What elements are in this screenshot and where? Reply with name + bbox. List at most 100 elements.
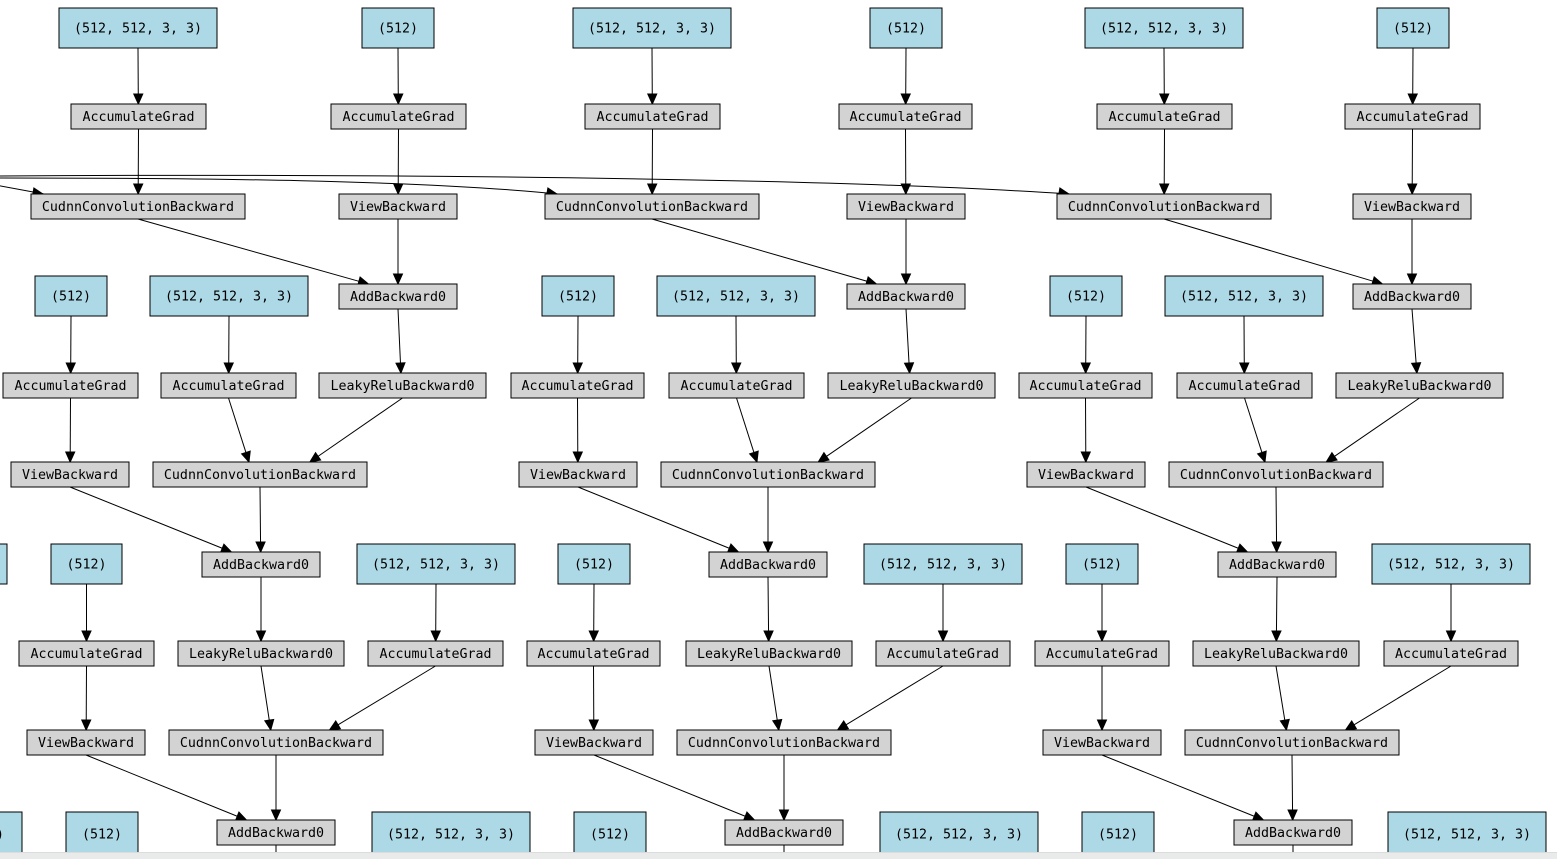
tensor-node: (512, 512, 3, 3)	[1388, 812, 1546, 856]
tensor-shape-label: (512, 512, 3, 3)	[387, 828, 515, 843]
arrowhead	[589, 720, 598, 730]
arrowhead	[1272, 542, 1281, 552]
op-node-cudnnconvolutionbackward: CudnnConvolutionBackward	[545, 194, 759, 219]
edge-ag14-cc7	[337, 666, 435, 725]
edge-lr3-cc6	[1334, 398, 1420, 457]
tensor-node: (512)	[542, 276, 614, 316]
tensor-node: (512, 512, 3, 3)	[150, 276, 308, 316]
op-node-addbackward0: AddBackward0	[1234, 820, 1352, 845]
arrowhead	[939, 631, 948, 641]
op-node-cudnnconvolutionbackward: CudnnConvolutionBackward	[153, 462, 367, 487]
tensor-node: (512, 512, 3, 3)	[1165, 276, 1323, 316]
tensor-node: (512, 512, 3, 3)	[59, 8, 217, 48]
op-node-accumulategrad: AccumulateGrad	[161, 373, 296, 398]
tensor-node: 3)	[0, 812, 22, 856]
op-label: AccumulateGrad	[82, 110, 194, 125]
arrowhead	[1280, 719, 1289, 730]
tensor-node: (512)	[362, 8, 434, 48]
tensor-shape-label: 3)	[0, 828, 4, 843]
edge-lr1-cc4	[317, 398, 402, 457]
op-label: LeakyReluBackward0	[1204, 647, 1348, 662]
tensor-node: (512)	[35, 276, 107, 316]
op-node-accumulategrad: AccumulateGrad	[1097, 104, 1232, 129]
op-node-viewbackward: ViewBackward	[11, 462, 129, 487]
op-node-cudnnconvolutionbackward: CudnnConvolutionBackward	[169, 730, 383, 755]
arrowhead	[1160, 184, 1169, 194]
op-node-addbackward0: AddBackward0	[1218, 552, 1336, 577]
tensor-shape-label: (512, 512, 3, 3)	[1403, 828, 1531, 843]
op-node-accumulategrad: AccumulateGrad	[1177, 373, 1312, 398]
arrowhead	[728, 544, 739, 552]
op-node-cudnnconvolutionbackward: CudnnConvolutionBackward	[1169, 462, 1383, 487]
op-node-cudnnconvolutionbackward: CudnnConvolutionBackward	[677, 730, 891, 755]
arrowhead	[134, 184, 143, 194]
op-node-addbackward0: AddBackward0	[709, 552, 827, 577]
arrowhead	[236, 812, 247, 820]
arrowhead	[573, 363, 582, 373]
arrowhead	[648, 184, 657, 194]
op-label: AccumulateGrad	[1029, 379, 1141, 394]
op-label: LeakyReluBackward0	[697, 647, 841, 662]
tensor-shape-label: (512, 512, 3, 3)	[74, 22, 202, 37]
op-node-cudnnconvolutionbackward: CudnnConvolutionBackward	[1185, 730, 1399, 755]
tensor-node: (512, 512, 3, 3)	[372, 812, 530, 856]
op-node-addbackward0: AddBackward0	[202, 552, 320, 577]
arrowhead	[394, 184, 403, 194]
op-label: LeakyReluBackward0	[839, 379, 983, 394]
arrowhead	[902, 274, 911, 284]
tensor-node: (512)	[1082, 812, 1154, 856]
tensor-node: (512)	[1377, 8, 1449, 48]
tensor-node: (512)	[1066, 544, 1138, 584]
op-node-addbackward0: AddBackward0	[339, 284, 457, 309]
op-node-leakyrelubackward0: LeakyReluBackward0	[319, 373, 486, 398]
arrowhead	[1160, 94, 1169, 104]
op-node-accumulategrad: AccumulateGrad	[1384, 641, 1518, 666]
arrowhead	[838, 721, 849, 730]
tensor-node: (512)	[66, 812, 138, 856]
op-node-accumulategrad: AccumulateGrad	[331, 104, 466, 129]
edge-cc9-add9	[1292, 755, 1293, 811]
tensor-shape-label: (512)	[1393, 22, 1433, 37]
tensor-shape-label: (512, 512, 3, 3)	[165, 290, 293, 305]
tensor-node: (512, 512, 3, 3)	[864, 544, 1022, 584]
op-node-cudnnconvolutionbackward: CudnnConvolutionBackward	[1057, 194, 1271, 219]
op-label: ViewBackward	[350, 200, 446, 215]
tensor-shape-label: (512)	[66, 558, 106, 573]
op-node-viewbackward: ViewBackward	[535, 730, 653, 755]
op-node-accumulategrad: AccumulateGrad	[839, 104, 972, 129]
arrowhead	[1288, 810, 1297, 820]
op-label: AddBackward0	[858, 290, 954, 305]
arrowhead	[66, 452, 75, 462]
arrowhead	[764, 631, 773, 641]
tensor-shape-label: (512)	[51, 290, 91, 305]
op-label: ViewBackward	[530, 468, 626, 483]
arrowhead	[1412, 363, 1421, 373]
op-label: CudnnConvolutionBackward	[1180, 468, 1372, 483]
arrowhead	[1408, 184, 1417, 194]
op-node-addbackward0: AddBackward0	[847, 284, 965, 309]
op-label: AddBackward0	[228, 826, 324, 841]
edge-cc4-add4	[260, 487, 261, 543]
op-label: AddBackward0	[213, 558, 309, 573]
arrowhead	[265, 719, 274, 730]
arrowhead	[310, 453, 321, 462]
op-node-leakyrelubackward0: LeakyReluBackward0	[178, 641, 344, 666]
tensor-node: (512, 512, 3, 3)	[1085, 8, 1243, 48]
op-label: AddBackward0	[736, 826, 832, 841]
op-label: LeakyReluBackward0	[189, 647, 333, 662]
tensor-shape-label: (512)	[886, 22, 926, 37]
edge-ag12-cc6	[1245, 398, 1263, 453]
arrowhead	[394, 274, 403, 284]
op-label: CudnnConvolutionBackward	[1196, 736, 1388, 751]
edge-lr6-cc9	[1276, 666, 1285, 721]
edge-add6-lr6	[1276, 577, 1277, 632]
edge-cc3-add3	[1164, 219, 1374, 281]
op-node-accumulategrad: AccumulateGrad	[1035, 641, 1169, 666]
arrowhead	[744, 812, 755, 820]
op-label: ViewBackward	[22, 468, 118, 483]
op-label: LeakyReluBackward0	[1347, 379, 1491, 394]
op-label: ViewBackward	[1364, 200, 1460, 215]
nodes-layer: (512, 512, 3, 3) (512) (512, 512, 3, 3) (51…	[0, 8, 1546, 856]
op-node-addbackward0: AddBackward0	[217, 820, 335, 845]
